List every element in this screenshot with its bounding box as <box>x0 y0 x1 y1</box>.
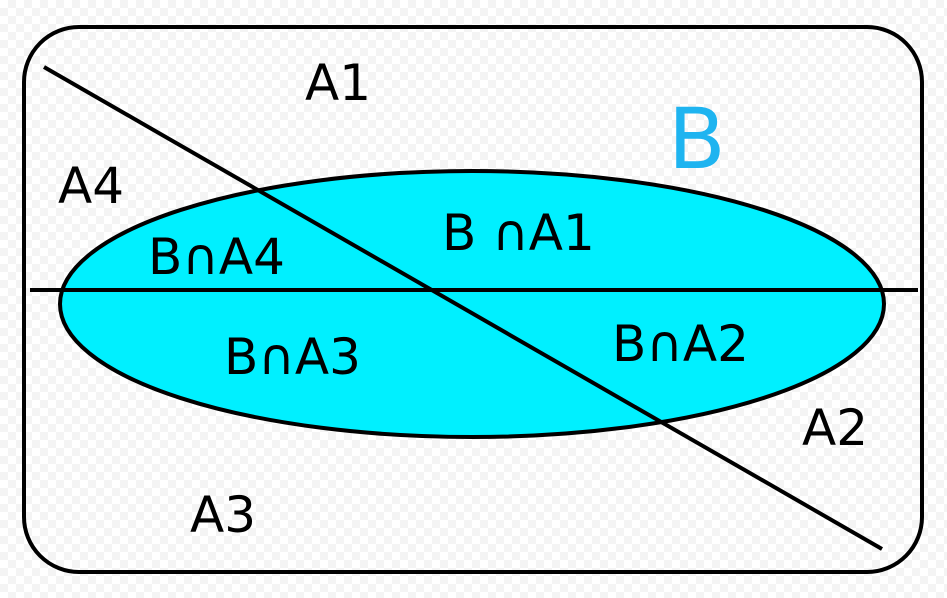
diagonal-partition-line <box>43 65 883 551</box>
sample-space-rect <box>22 25 924 574</box>
partition-a4-label: A4 <box>58 157 124 215</box>
intersection-b-a3-label: B∩A3 <box>224 328 361 386</box>
intersection-b-a1-label: B ∩A1 <box>442 204 595 262</box>
set-b-label: B <box>668 90 726 188</box>
event-b-ellipse <box>58 169 886 439</box>
partition-a2-label: A2 <box>802 399 868 457</box>
partition-a1-label: A1 <box>305 54 371 112</box>
intersection-b-a2-label: B∩A2 <box>612 315 749 373</box>
partition-a3-label: A3 <box>190 486 256 544</box>
intersection-b-a4-label: B∩A4 <box>148 228 285 286</box>
